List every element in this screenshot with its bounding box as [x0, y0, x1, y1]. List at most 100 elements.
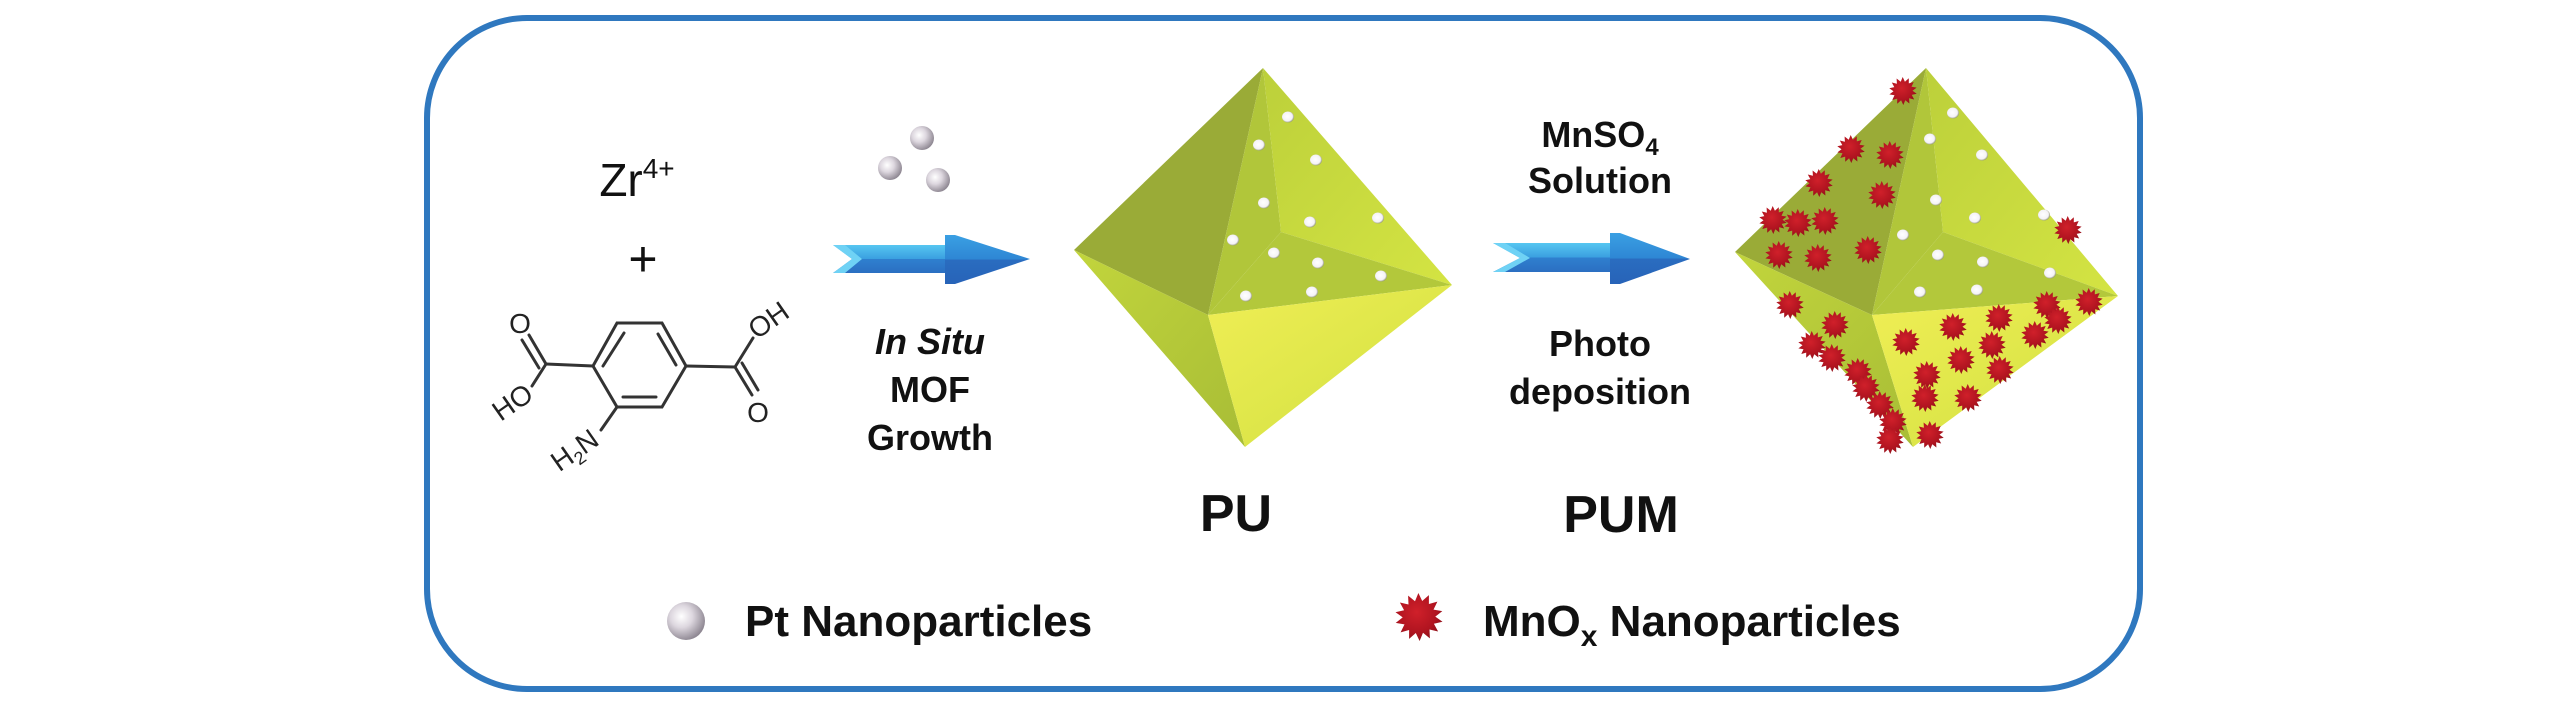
pore [1253, 139, 1265, 151]
mnox-particle [1913, 361, 1941, 389]
bond [733, 336, 755, 369]
benzene-ring [591, 321, 688, 409]
arrow-right-icon [833, 235, 1030, 284]
pore [1310, 154, 1322, 166]
pore [1375, 270, 1387, 282]
mnox-particle [1868, 181, 1896, 209]
linker-molecule [520, 321, 760, 432]
octa-face-lower-left [1735, 252, 1913, 447]
pore [1924, 133, 1936, 145]
pt-sphere [878, 156, 902, 180]
mnox-particle [1852, 374, 1880, 402]
mnox-particle [1811, 207, 1839, 235]
mnox-particle [1954, 384, 1982, 412]
mnox-particle [1784, 209, 1812, 237]
mnox-particle [1911, 384, 1939, 412]
bond [740, 361, 760, 392]
mnox-particle [1947, 346, 1975, 374]
pore [2038, 209, 2050, 221]
step2-condition-line2: deposition [1509, 371, 1691, 412]
pore [1977, 256, 1989, 268]
pore [1312, 257, 1324, 269]
mnox-particle [1765, 241, 1793, 269]
bond [733, 365, 754, 397]
legend-item-mnox: MnOx Nanoparticles [1395, 593, 1901, 653]
bond [599, 405, 619, 432]
pore [1897, 229, 1909, 241]
octa-face-inner-left [1208, 68, 1281, 315]
mnox-particle [1978, 331, 2006, 359]
pore [1306, 286, 1318, 298]
pum-pores [1897, 107, 2056, 298]
octa-face-upper-left [1074, 68, 1263, 315]
mnox-particles [1759, 77, 2103, 454]
bond [544, 362, 595, 368]
pore [1947, 107, 1959, 119]
arrow-notch-highlight [1493, 243, 1530, 272]
mnox-particle [1854, 236, 1882, 264]
bond [684, 364, 737, 369]
reactants: Zr4+ + O HO OH O H2N [486, 153, 794, 481]
plus-sign: + [628, 231, 657, 287]
atom-o-top-left: O [509, 308, 531, 339]
mnox-particle [1804, 244, 1832, 272]
pore [1304, 216, 1316, 228]
octa-face-lower-left [1074, 250, 1245, 447]
pore [1268, 247, 1280, 259]
mnox-particle [2021, 321, 2049, 349]
step1-label-line2: MOF [890, 369, 970, 410]
legend-item-pt: Pt Nanoparticles [667, 597, 1092, 646]
step2-condition-line1: Photo [1549, 323, 1651, 364]
octa-face-upper-right [1263, 68, 1452, 285]
step-1: In Situ MOF Growth [833, 126, 1030, 458]
mnox-particle [1818, 344, 1846, 372]
pore [2044, 267, 2056, 279]
step2-reagent: MnSO4 [1541, 114, 1659, 161]
legend-pt-label: Pt Nanoparticles [745, 597, 1092, 646]
zr-ion-label: Zr4+ [599, 153, 674, 206]
pum-label: PUM [1563, 486, 1679, 544]
octa-face-inner-left [1872, 68, 1943, 315]
mnox-particle [1879, 408, 1907, 436]
atom-oh-right: OH [742, 295, 794, 344]
arrow-shaft [1493, 243, 1612, 272]
pu-pores [1227, 111, 1387, 302]
step2-reagent-line2: Solution [1528, 160, 1672, 201]
pore [1240, 290, 1252, 302]
bond [530, 362, 548, 388]
arrow-shaft [833, 245, 947, 273]
pore [1282, 111, 1294, 123]
pore [1914, 286, 1926, 298]
pu-label: PU [1200, 485, 1272, 543]
pum-octahedron [1735, 68, 2118, 454]
pore [1969, 212, 1981, 224]
mnox-particle [1821, 311, 1849, 339]
pore [1227, 234, 1239, 246]
mnox-particle [2044, 306, 2072, 334]
pore [1932, 249, 1944, 261]
pt-sphere [910, 126, 934, 150]
octa-face-lower-right [1208, 285, 1452, 447]
bond [527, 333, 548, 366]
mnox-particle [2075, 288, 2103, 316]
mnox-particle [1916, 421, 1944, 449]
legend-mnox-label: MnOx Nanoparticles [1483, 597, 1901, 653]
mnox-nanoparticle-icon [1395, 593, 1443, 641]
ring-double-bond [601, 331, 626, 368]
mnox-particle [1892, 328, 1920, 356]
mnox-particle [1798, 331, 1826, 359]
step-2: MnSO4 Solution Photo deposition [1493, 114, 1691, 412]
mnox-particle [1986, 356, 2014, 384]
pore [1971, 284, 1983, 296]
mnox-particle [1939, 313, 1967, 341]
atom-o-bottom-right: O [747, 397, 769, 428]
pore [1976, 149, 1988, 161]
amine-group: H2N [545, 423, 606, 481]
mnox-particle [1876, 141, 1904, 169]
zr-ion-charge: 4+ [643, 153, 675, 184]
mnox-particle [1805, 169, 1833, 197]
arrow-head [945, 235, 1030, 284]
pu-octahedron [1074, 68, 1452, 447]
bond [520, 338, 541, 370]
